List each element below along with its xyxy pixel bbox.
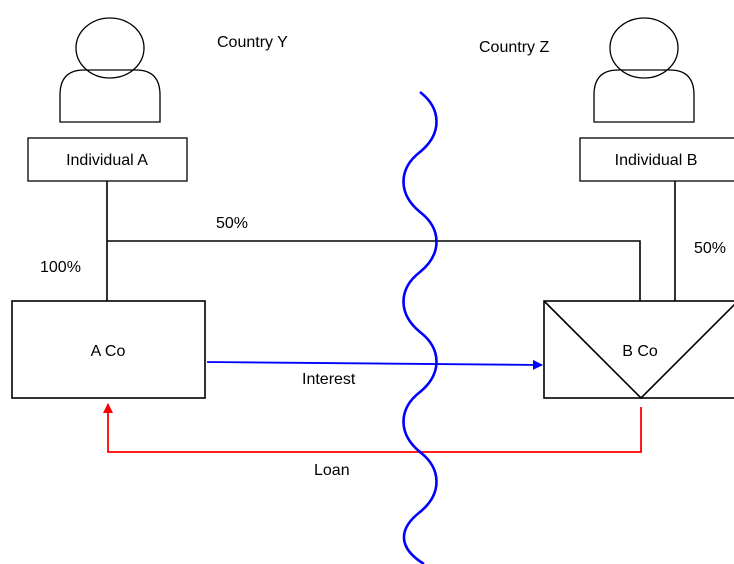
country-z-label: Country Z [479,39,549,56]
individual-b-label: Individual B [615,152,698,169]
person-icon [59,17,161,123]
a-co-label: A Co [91,343,126,360]
a-co-box [11,300,206,399]
interest-arrow [206,359,543,370]
ownership-lines [106,181,676,301]
loan-arrow [103,403,642,453]
ownership-a-to-b-co: 50% [216,215,248,232]
country-border-wave [402,90,438,564]
interest-label: Interest [302,371,356,388]
individual-a-box [27,137,188,182]
ownership-a-to-a-co: 100% [40,259,81,276]
ownership-b-to-b-co: 50% [694,240,726,257]
person-icon [593,17,695,123]
individual-b-box [579,137,734,182]
b-co-box [543,300,734,400]
loan-label: Loan [314,462,350,479]
b-co-label: B Co [622,343,658,360]
country-y-label: Country Y [217,34,288,51]
individual-a-label: Individual A [66,152,148,169]
